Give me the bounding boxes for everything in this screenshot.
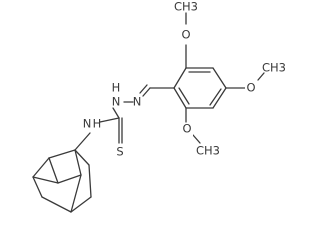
atom-o-top: O (181, 28, 190, 42)
bond-ch-n-double-a (142, 87, 151, 97)
atom-ch3-top: CH3 (174, 0, 198, 14)
atom-ch3-bottom: CH3 (196, 144, 220, 158)
atom-n-hydrazine: N (112, 95, 121, 109)
chemical-structure-diagram: O CH3 O CH3 O CH3 N H N N H S (32, 0, 286, 213)
bond-ring-c3-c4 (212, 67, 227, 89)
bond-cs-nh (99, 117, 120, 123)
atom-ch3-right: CH3 (262, 61, 286, 75)
atom-s: S (116, 145, 123, 159)
bond-ring-c6-c1-double (178, 87, 190, 105)
atom-h-amine: H (93, 117, 102, 131)
adamantane-cage (32, 149, 92, 213)
atom-labels: O CH3 O CH3 O CH3 N H N N H S (83, 0, 286, 159)
bond-ring-c6-c1 (173, 87, 187, 109)
atom-n-amine: N (83, 117, 92, 131)
bond-o-bottom-ch3 (192, 134, 201, 144)
atom-n-imine: N (133, 95, 142, 109)
bond-nh-adamantyl (74, 132, 91, 151)
bonds (32, 12, 265, 213)
bond-o-right-ch3 (257, 72, 265, 81)
bond-ch-n-double-b (139, 84, 148, 94)
bond-ring-c4-c5-double (209, 88, 222, 106)
bond-ring-c1-c2 (173, 67, 187, 89)
bond-nh-cs (112, 107, 120, 119)
bond-ring-c4-c5 (212, 87, 227, 109)
atom-h-hydrazine: H (112, 81, 121, 95)
atom-o-bottom: O (182, 122, 191, 136)
atom-o-right: O (246, 81, 255, 95)
